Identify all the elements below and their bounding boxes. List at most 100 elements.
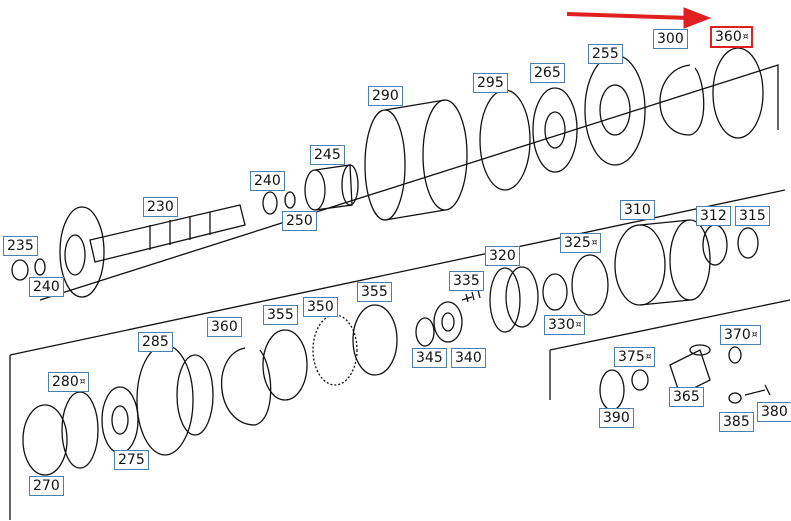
label-text: 380 — [761, 404, 788, 420]
part-label-335[interactable]: 335 — [449, 271, 484, 291]
label-text: 250 — [286, 213, 313, 229]
middle-panel-border — [9, 189, 786, 520]
snap-ring-part-300 — [659, 64, 705, 136]
pointer-arrow — [566, 7, 712, 29]
bearing-part-240a — [262, 191, 278, 215]
ring-part-370 — [728, 346, 742, 364]
part-label-355-b[interactable]: 355 — [357, 282, 392, 302]
part-label-265[interactable]: 265 — [530, 63, 565, 83]
part-label-315[interactable]: 315 — [735, 206, 770, 226]
snap-ring-part-360b — [220, 347, 272, 426]
label-text: 275 — [118, 452, 145, 468]
pin-icon: ¤ — [575, 320, 582, 330]
part-label-240-b[interactable]: 240 — [29, 277, 64, 297]
snap-ring-part-345 — [415, 317, 435, 347]
plate-part-355a — [262, 329, 308, 401]
ring-part-270 — [22, 404, 68, 476]
label-text: 265 — [534, 65, 561, 81]
label-text: 360 — [211, 319, 238, 335]
part-label-270[interactable]: 270 — [29, 476, 64, 496]
part-label-230[interactable]: 230 — [143, 197, 178, 217]
valve-part-365 — [669, 344, 711, 396]
lower-right-panel-border — [549, 299, 791, 400]
part-label-385[interactable]: 385 — [719, 412, 754, 432]
part-label-250[interactable]: 250 — [282, 211, 317, 231]
part-label-370[interactable]: 370¤ — [720, 325, 762, 345]
plate-part-390 — [599, 369, 625, 411]
input-shaft-part — [59, 204, 246, 298]
part-label-330[interactable]: 330¤ — [544, 315, 586, 335]
part-label-375[interactable]: 375¤ — [614, 347, 656, 367]
plate-part-350 — [312, 314, 358, 386]
label-text: 390 — [603, 410, 630, 426]
label-text: 350 — [307, 299, 334, 315]
part-label-365[interactable]: 365 — [669, 387, 704, 407]
pin-icon: ¤ — [751, 330, 758, 340]
part-label-360-b[interactable]: 360 — [207, 317, 242, 337]
part-label-360-highlighted[interactable]: 360¤ — [710, 26, 754, 48]
part-label-312[interactable]: 312 — [696, 206, 731, 226]
part-label-380[interactable]: 380 — [757, 402, 791, 422]
bearing-part-235 — [11, 259, 29, 281]
part-label-320[interactable]: 320 — [485, 246, 520, 266]
pin-icon: ¤ — [645, 352, 652, 362]
part-label-355-a[interactable]: 355 — [263, 305, 298, 325]
label-text: 245 — [314, 147, 341, 163]
ring-part-280 — [61, 391, 99, 469]
pin-icon: ¤ — [79, 377, 86, 387]
bearing-part-312 — [702, 224, 728, 266]
label-text: 340 — [455, 350, 482, 366]
ring-part-250 — [284, 191, 296, 209]
part-label-345[interactable]: 345 — [412, 348, 447, 368]
plate-part-265 — [532, 87, 578, 173]
label-text: 360 — [715, 29, 742, 45]
label-text: 312 — [700, 208, 727, 224]
part-label-280[interactable]: 280¤ — [48, 372, 90, 392]
washer-part-385 — [728, 392, 742, 404]
part-label-300[interactable]: 300 — [653, 29, 688, 49]
part-label-295[interactable]: 295 — [473, 73, 508, 93]
plate-part-355b — [352, 304, 398, 376]
part-label-290[interactable]: 290 — [368, 86, 403, 106]
ring-part-295 — [479, 89, 531, 191]
label-text: 355 — [267, 307, 294, 323]
label-text: 280 — [52, 374, 79, 390]
label-text: 240 — [33, 279, 60, 295]
part-label-310[interactable]: 310 — [620, 200, 655, 220]
drum-part-290 — [364, 99, 468, 221]
label-text: 320 — [489, 248, 516, 264]
label-text: 310 — [624, 202, 651, 218]
ring-part-240b — [34, 258, 46, 276]
part-label-390[interactable]: 390 — [599, 408, 634, 428]
part-label-350[interactable]: 350 — [303, 297, 338, 317]
label-text: 365 — [673, 389, 700, 405]
part-label-245[interactable]: 245 — [310, 145, 345, 165]
label-text: 230 — [147, 199, 174, 215]
gear-part-245 — [304, 164, 359, 211]
part-label-275[interactable]: 275 — [114, 450, 149, 470]
label-text: 285 — [142, 334, 169, 350]
part-label-255[interactable]: 255 — [588, 44, 623, 64]
ring-part-360 — [712, 47, 764, 139]
label-text: 335 — [453, 273, 480, 289]
gear-part-285 — [136, 344, 214, 456]
part-label-240[interactable]: 240 — [250, 171, 285, 191]
bearing-part-315 — [737, 227, 759, 259]
part-label-235[interactable]: 235 — [3, 236, 38, 256]
piston-part-320 — [489, 266, 539, 333]
ring-part-375 — [631, 369, 649, 391]
label-text: 370 — [724, 327, 751, 343]
label-text: 290 — [372, 88, 399, 104]
label-text: 330 — [548, 317, 575, 333]
label-text: 315 — [739, 208, 766, 224]
label-text: 385 — [723, 414, 750, 430]
label-text: 295 — [477, 75, 504, 91]
ring-part-325 — [571, 254, 609, 316]
part-label-340[interactable]: 340 — [451, 348, 486, 368]
part-label-325[interactable]: 325¤ — [560, 233, 602, 253]
label-text: 300 — [657, 31, 684, 47]
gear-part-340 — [433, 301, 463, 343]
label-text: 375 — [618, 349, 645, 365]
part-label-285[interactable]: 285 — [138, 332, 173, 352]
